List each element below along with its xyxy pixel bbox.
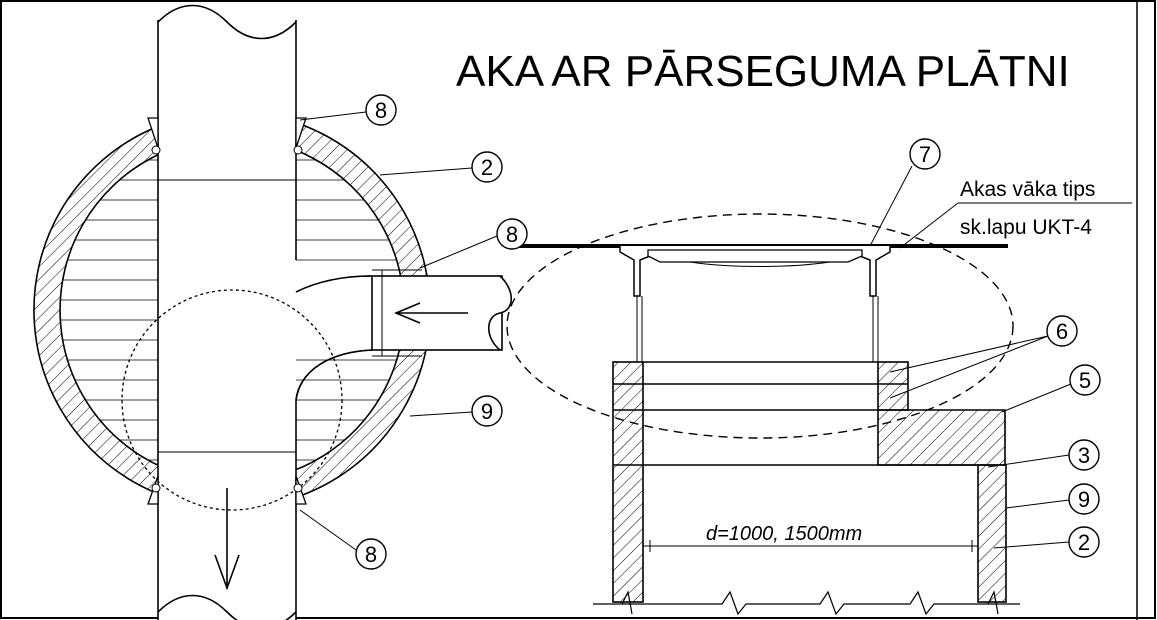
plan-bottom-break [157, 594, 297, 620]
callout-2-left: 2 [471, 151, 503, 183]
svg-text:6: 6 [1056, 319, 1068, 344]
plan-inlet-break [487, 275, 513, 351]
svg-text:2: 2 [1078, 530, 1090, 555]
cover-lid [647, 249, 863, 263]
drawing-title: AKA AR PĀRSEGUMA PLĀTNI [456, 47, 1070, 96]
dimension-label: d=1000, 1500mm [706, 523, 862, 545]
cover-note-line2: sk.lapu UKT-4 [960, 216, 1092, 239]
plan-seal-top-left [147, 117, 159, 149]
callout-leaders [299, 111, 1072, 551]
svg-text:9: 9 [481, 399, 493, 424]
callout-8-top: 8 [365, 94, 397, 126]
plan-seal-top-right [295, 117, 307, 149]
svg-text:9: 9 [1078, 487, 1090, 512]
svg-text:8: 8 [506, 222, 518, 247]
section-bottom-break [593, 590, 1020, 616]
callout-2-right: 2 [1068, 526, 1100, 558]
plan-top-break [157, 4, 297, 40]
callout-7: 7 [909, 138, 941, 170]
svg-text:5: 5 [1079, 368, 1091, 393]
callout-8-mid: 8 [496, 218, 528, 250]
section-view: d=1000, 1500mm [506, 213, 1020, 616]
svg-text:2: 2 [481, 155, 493, 180]
callout-6: 6 [1046, 315, 1078, 347]
section-left-wall [612, 361, 644, 603]
callout-5: 5 [1069, 364, 1101, 396]
callout-8-bottom: 8 [355, 538, 387, 570]
plan-view [33, 4, 513, 620]
cover-note-line1: Akas vāka tips [960, 178, 1095, 201]
section-right-ring [877, 361, 909, 411]
svg-text:3: 3 [1078, 443, 1090, 468]
callout-3: 3 [1068, 439, 1100, 471]
section-cover-slab [877, 409, 1006, 466]
svg-text:7: 7 [919, 142, 931, 167]
cover-detail-ellipse [506, 213, 1014, 439]
callout-9-right: 9 [1068, 483, 1100, 515]
plan-opening-circle [121, 289, 343, 511]
section-right-wall [977, 464, 1007, 603]
svg-text:8: 8 [375, 98, 387, 123]
svg-text:8: 8 [365, 542, 377, 567]
callout-9-left: 9 [471, 395, 503, 427]
cover-note-leader [899, 202, 959, 249]
